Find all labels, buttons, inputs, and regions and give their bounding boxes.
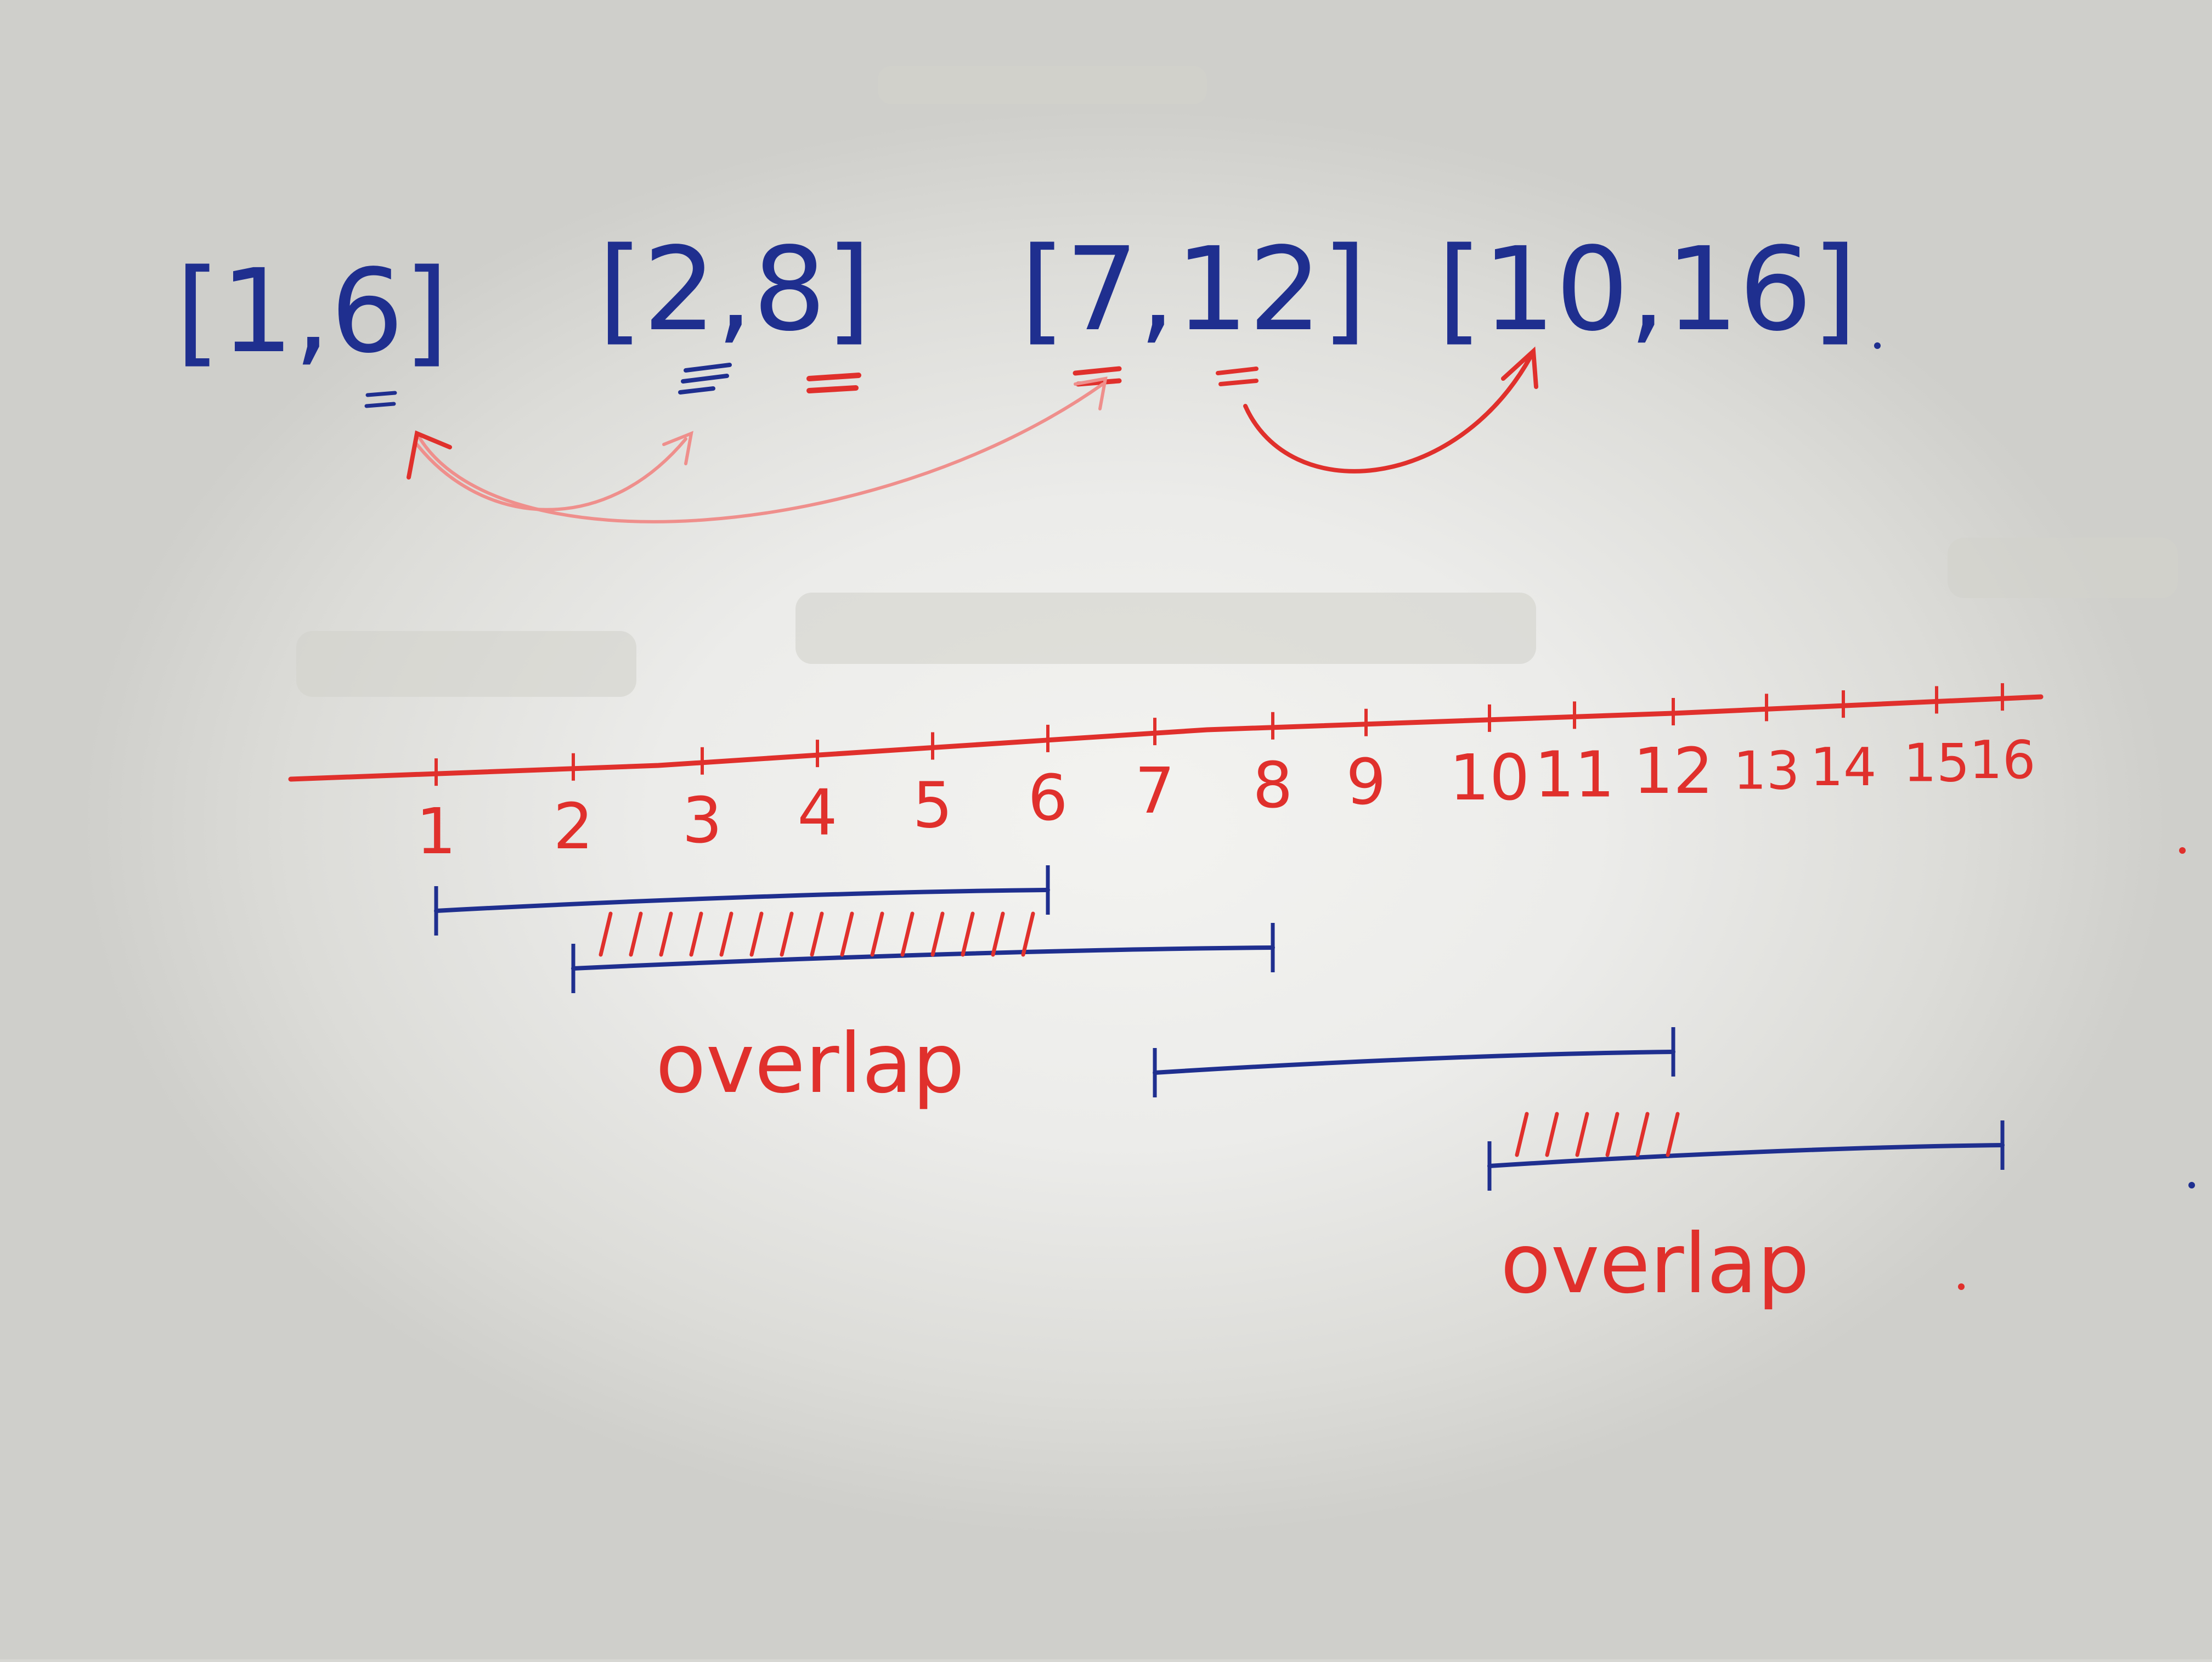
- overlap-hatch: [1635, 1112, 1650, 1157]
- interval-segment: [1153, 1050, 1675, 1075]
- overlap-hatch: [749, 911, 764, 957]
- tick-label: 12: [1633, 735, 1713, 808]
- overlap-hatch: [810, 911, 824, 957]
- interval-segment: [1487, 1143, 2005, 1168]
- arrow-curve: [415, 382, 1104, 523]
- arrow-head-icon: [1074, 376, 1108, 410]
- tick-label: 6: [1028, 762, 1068, 835]
- dot: [2188, 1182, 2195, 1188]
- tick-label: 13: [1734, 741, 1800, 801]
- overlap-hatch: [1515, 1112, 1529, 1157]
- tick-label: 8: [1252, 749, 1293, 822]
- overlap-hatch: [900, 911, 915, 957]
- overlap-regions: overlap overlap: [599, 911, 1809, 1312]
- tick-label: 5: [912, 769, 952, 843]
- tick-label: 3: [682, 784, 722, 858]
- overlap-hatch: [1605, 1112, 1620, 1157]
- interval-segment: [571, 945, 1275, 971]
- tick-label: 9: [1346, 746, 1386, 819]
- tick-label: 10: [1449, 741, 1530, 815]
- arrow-head-icon: [1501, 346, 1538, 389]
- interval-segment: [434, 888, 1050, 913]
- arrow-head-icon: [407, 430, 452, 480]
- overlap-hatch: [1575, 1112, 1589, 1157]
- dot: [1958, 1283, 1965, 1290]
- interval-label: [10,16]: [1437, 222, 1857, 357]
- interval-label: [2,8]: [598, 222, 871, 357]
- overlap-hatch: [870, 911, 884, 957]
- overlap-hatch: [659, 911, 673, 957]
- overlap-hatch: [599, 911, 613, 957]
- overlap-hatch: [961, 911, 975, 957]
- tick-label: 1: [416, 795, 456, 869]
- overlap-hatch: [1545, 1112, 1559, 1157]
- overlap-hatch: [629, 911, 643, 957]
- axis-line: [288, 694, 2044, 782]
- overlap-hatch: [719, 911, 733, 957]
- tick-label: 15: [1904, 734, 1970, 794]
- tick-label: 7: [1135, 754, 1175, 828]
- bleed-through-marks: [296, 66, 2178, 697]
- overlap-hatch: [991, 911, 1005, 957]
- interval-label: [1,6]: [176, 244, 449, 379]
- comparison-arrows: [407, 346, 1538, 523]
- interval-label: [7,12]: [1020, 222, 1367, 357]
- tick-label: 14: [1810, 737, 1877, 798]
- overlap-hatch: [689, 911, 703, 957]
- overlap-label: overlap: [1500, 1216, 1809, 1312]
- tick-label: 11: [1534, 738, 1615, 812]
- arrow-head-icon: [662, 431, 693, 465]
- dot: [1874, 342, 1881, 349]
- emphasis-underlines: [364, 363, 1259, 408]
- arrow-curve: [1243, 354, 1533, 474]
- overlap-hatch: [780, 911, 794, 957]
- tick-label: 4: [797, 776, 837, 850]
- overlap-hatch: [930, 911, 945, 957]
- dot: [2179, 847, 2186, 854]
- overlap-hatch: [840, 911, 854, 957]
- overlap-label: overlap: [656, 1016, 964, 1112]
- overlap-hatch: [1021, 911, 1035, 957]
- interval-segments: [434, 865, 2005, 1191]
- tick-label: 2: [553, 790, 593, 864]
- tick-label: 16: [1970, 730, 2036, 791]
- interval-labels: [1,6] [2,8] [7,12] [10,16]: [176, 222, 1857, 379]
- overlap-hatch: [1666, 1112, 1680, 1157]
